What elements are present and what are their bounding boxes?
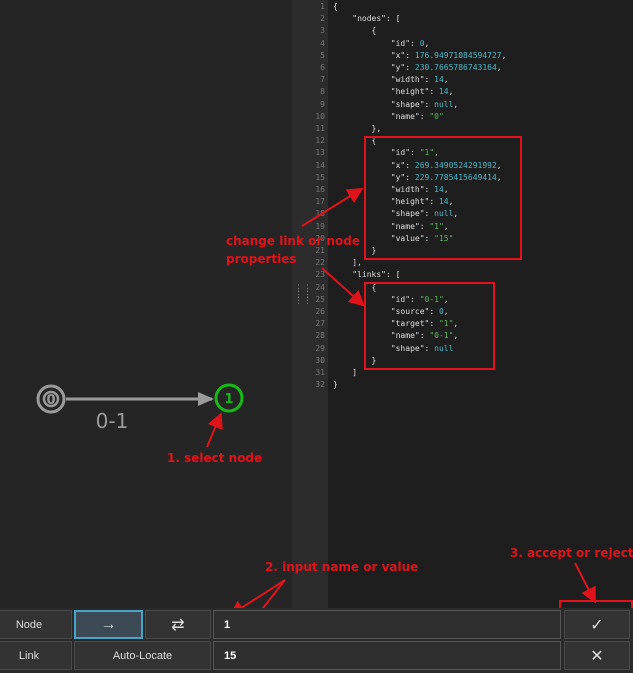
code-line: "height": 14,: [390, 197, 454, 207]
editor-gutter: 1234567891011121314151617181920212223242…: [292, 0, 328, 610]
line-number: 16: [315, 185, 325, 194]
line-number: 32: [315, 380, 325, 390]
close-icon: ✕: [590, 647, 604, 665]
arrow-right-icon: →: [100, 615, 117, 633]
line-number: 17: [315, 197, 325, 207]
line-number: 30: [315, 355, 325, 365]
code-line: "target": "1",: [390, 319, 459, 329]
code-line: "source": 0,: [390, 307, 449, 316]
annotation-accept: 3. accept or reject: [510, 546, 633, 560]
line-number: 3: [320, 26, 325, 36]
link-button[interactable]: Link: [0, 641, 72, 670]
node-highlight-box: [364, 136, 522, 260]
node-0-label: 0: [46, 393, 55, 408]
json-editor[interactable]: { "nodes": [ { "id": 0, "x": 176.9497108…: [328, 0, 633, 610]
link-label: 0-1: [96, 409, 129, 433]
line-number: 5: [320, 50, 325, 60]
code-line: {: [333, 26, 377, 36]
line-number: 11: [315, 124, 325, 133]
annotation-select-node: 1. select node: [167, 451, 263, 465]
auto-locate-button[interactable]: Auto-Locate: [74, 641, 211, 670]
code-line: "id": "1",: [390, 148, 439, 158]
accept-button[interactable]: ✓: [564, 610, 630, 639]
line-number: 14: [315, 160, 325, 170]
code-line: {: [333, 136, 377, 146]
annotation-change-properties: change link or node properties: [226, 232, 360, 268]
line-number: 31: [315, 368, 325, 377]
line-number: 27: [315, 319, 325, 329]
code-line: "width": 14,: [390, 75, 449, 85]
code-line: }: [333, 380, 338, 390]
line-number: 4: [320, 38, 325, 48]
value-input[interactable]: 15: [213, 641, 561, 670]
line-number: 10: [315, 111, 325, 121]
splitter-handle-icon[interactable]: ⋮⋮⋮⋮⋮⋮: [294, 284, 312, 306]
name-input[interactable]: 1: [213, 610, 561, 639]
line-number: 8: [320, 87, 325, 97]
code-line: ],: [333, 258, 362, 268]
code-line: }: [333, 246, 377, 255]
line-number: 26: [315, 307, 325, 316]
graph-svg: 0 1 0-1: [36, 383, 244, 433]
line-number: 9: [320, 99, 325, 109]
line-number: 13: [315, 148, 325, 158]
line-number: 12: [315, 136, 325, 146]
code-line: ]: [333, 368, 358, 377]
annotation-change-line1: change link or node: [226, 234, 360, 248]
link-highlight-box: [364, 282, 495, 370]
code-line: "name": "1",: [390, 221, 449, 231]
line-number: 7: [320, 75, 325, 85]
code-line: "id": "0-1",: [390, 294, 449, 304]
node-0[interactable]: 0: [36, 384, 66, 414]
line-number: 23: [315, 270, 325, 280]
bidirectional-button[interactable]: ⇄: [145, 610, 211, 639]
line-number: 28: [315, 331, 325, 341]
code-line: "links": [: [352, 270, 401, 280]
code-line: "value": "15": [390, 233, 454, 243]
line-number: 25: [315, 294, 325, 304]
code-line: "height": 14,: [390, 87, 454, 97]
code-line: "shape": null,: [390, 209, 459, 219]
code-line: "y": 230.7665786743164,: [390, 63, 502, 72]
code-line: "name": "0-1",: [390, 331, 459, 341]
directed-arrow-button[interactable]: →: [74, 610, 143, 639]
code-line: {: [333, 2, 338, 11]
code-line: "width": 14,: [390, 185, 449, 194]
node-1-label: 1: [224, 392, 233, 407]
node-button[interactable]: Node: [0, 610, 72, 639]
arrow-head-icon: [198, 392, 214, 406]
line-number: 2: [320, 14, 325, 24]
code-line: }: [333, 355, 377, 365]
line-number: 20: [315, 233, 325, 243]
reject-button[interactable]: ✕: [564, 641, 630, 670]
line-number: 22: [315, 258, 325, 268]
check-icon: ✓: [590, 616, 604, 634]
bottom-toolbar: Node Link → ⇄ Auto-Locate 1 15 ✓ ✕: [0, 608, 633, 673]
node-1[interactable]: 1: [214, 383, 244, 413]
code-line: "id": 0,: [390, 38, 430, 48]
line-number: 29: [315, 343, 325, 353]
code-line: "shape": null: [390, 343, 454, 353]
graph-canvas[interactable]: 0 1 0-1: [0, 0, 292, 610]
line-number: 6: [320, 63, 325, 72]
annotation-change-line2: properties: [226, 252, 297, 266]
line-number: 24: [315, 282, 325, 292]
code-line: },: [333, 124, 382, 133]
code-line: "shape": null,: [390, 99, 459, 109]
code-line: "nodes": [: [352, 14, 401, 24]
code-line: "x": 176.94971084594727,: [390, 50, 507, 60]
line-number: 1: [320, 2, 325, 11]
code-line: "name": "0": [390, 111, 444, 121]
annotation-input: 2. input name or value: [265, 560, 419, 574]
swap-arrows-icon: ⇄: [171, 616, 185, 634]
code-line: "x": 269.3490524291992,: [390, 160, 502, 170]
code-line: {: [333, 282, 377, 292]
line-number: 19: [315, 221, 325, 231]
line-number: 21: [315, 246, 325, 255]
code-line: "y": 229.7785415649414,: [390, 172, 502, 182]
line-number: 15: [315, 172, 325, 182]
